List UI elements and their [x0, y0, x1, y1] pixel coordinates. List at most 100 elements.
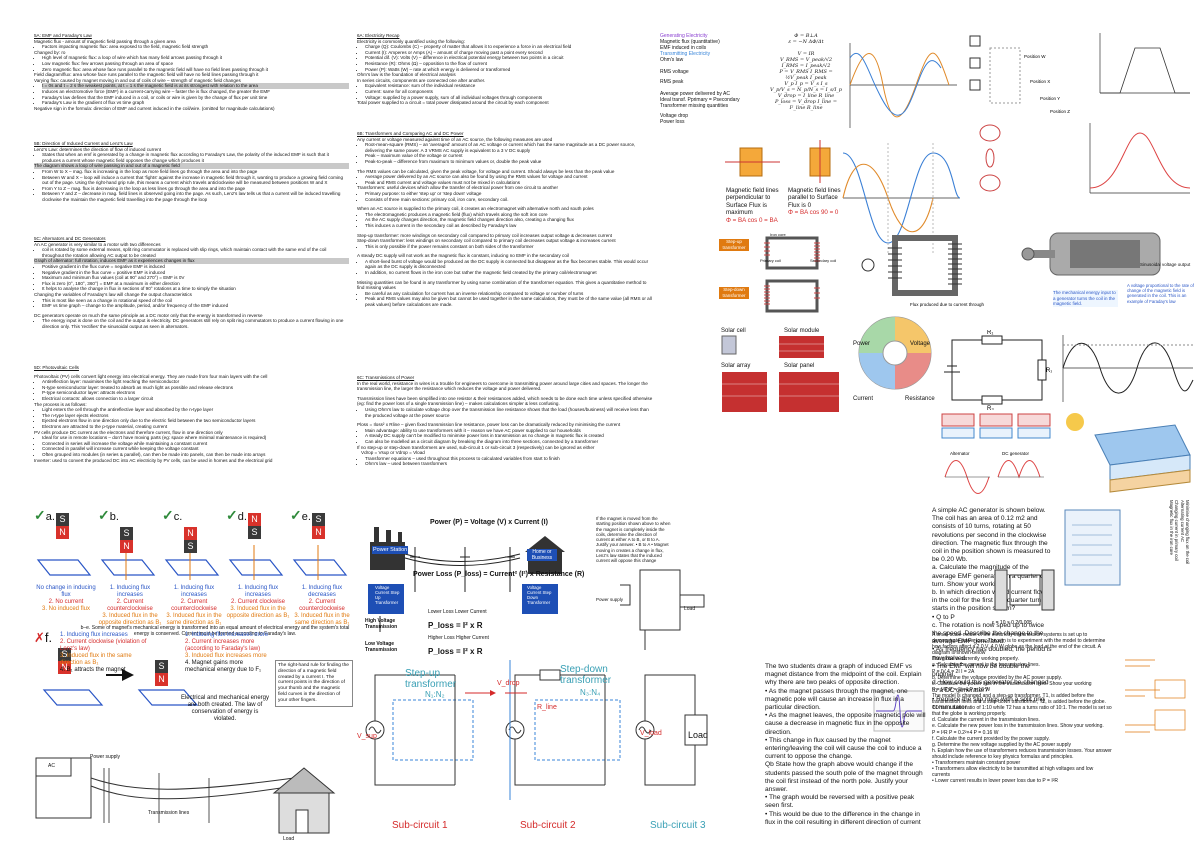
formula-label: Ideal transf. Pprimary = Psecondary	[660, 97, 740, 103]
section-title: 5C: Alternators and DC Generators	[34, 236, 106, 241]
question-text: g. Determine the new voltage supplied by…	[932, 741, 1071, 748]
text-line: Induces an electromotive force (EMF) in …	[42, 89, 349, 95]
text-line: P-type semiconductor layer: attracts ele…	[42, 390, 349, 396]
caption-line: 4. Magnet gains more mechanical energy d…	[185, 660, 262, 673]
primary-coil-label: Primary coil	[760, 258, 781, 263]
conservation-note: Electrical and mechanical energy are bot…	[180, 695, 270, 722]
svg-text:Position W: Position W	[1024, 54, 1046, 59]
equation: V_p/V_s = N_p/N_s = I_s/I_p	[770, 87, 843, 93]
note-line: Minimise changing flux on the coil	[1185, 500, 1190, 565]
pvir-wheel	[858, 316, 932, 390]
formula-label: Average power delivered by AC	[660, 91, 730, 97]
lenz-flow-boxes	[941, 413, 1051, 439]
text-line: The n-type layer ejects electrons	[42, 413, 349, 419]
power-equation-title: Power (P) = Voltage (V) x Current (I)	[430, 519, 548, 526]
text-line: Transmission lines have been simplified …	[357, 395, 653, 407]
answer-text: • Lower current results in lower power l…	[932, 778, 1059, 785]
text-line: Electrons are attracted to the p-type ma…	[42, 424, 349, 430]
section-title: 5B: Direction of Induced Current and Len…	[34, 141, 133, 146]
text-line: Peak and RMS values may also be given bu…	[365, 296, 655, 307]
equation: I_RMS = I_peak/√2	[781, 63, 831, 69]
caption-line: 2. Current counterclockwise	[171, 599, 217, 612]
text-line: It helps to analyse the change in flux i…	[42, 286, 349, 292]
section-title: 5D: Photovoltaic Cells	[34, 365, 79, 370]
text-line: Flux is zero (0°, 180°, 360°) = EMF at a…	[42, 281, 349, 287]
text-line: Missing quantities can be found in any t…	[357, 279, 647, 291]
answer-text: • Replace the slip rings with a split ri…	[932, 695, 1045, 711]
question-text: d. How could this generator be changed t…	[932, 679, 1049, 695]
answer-text: • The graph would be reversed with a pos…	[765, 794, 915, 810]
panel-f-label: ✗f.	[34, 630, 53, 645]
panel-d-caption: 1. Inducing flux increases 2. Current cl…	[226, 585, 290, 620]
ac-source-label: AC	[48, 763, 55, 769]
caption-line: 1. Inducing flux increases	[109, 585, 151, 598]
text-line: Photovoltaic (PV) cells convert light en…	[34, 373, 268, 379]
magnet-coil-note: If the magnet is moved from the starting…	[596, 516, 671, 564]
caption-line: 2. Current clockwise	[230, 599, 286, 605]
parallel-field-diagram	[809, 140, 831, 183]
text-line: In series circuits, components are conne…	[357, 77, 486, 83]
transformer-diagrams	[764, 236, 820, 313]
text-line: Step-up transformer: more windings on se…	[357, 232, 613, 238]
model-handwritten-work	[1125, 659, 1186, 733]
caption-line: 2. Current counterclockwise	[107, 599, 153, 612]
flux-max-box: Magnetic field lines perpendicular to Su…	[726, 187, 786, 224]
answer-text: P = I²R P = 2²×4 P = 16 W	[932, 686, 991, 693]
flux-time-graph	[1099, 33, 1190, 94]
right-hand-rule-box: The right-hand rule for finding the dire…	[275, 660, 353, 707]
panel-c-label: ✓c.	[162, 507, 183, 523]
text-line: coil is rotated by some external means, …	[42, 247, 349, 258]
ploss-lv-eq: P_loss = I² x R	[428, 647, 483, 656]
ploss-hv-eq: P_loss = I² x R	[428, 621, 483, 630]
flux-max-eq: Φ = BA cos 0 = BA	[726, 216, 778, 224]
generator-coil-sketch: ε = 10 × 0.2/0.005	[992, 569, 1055, 626]
svg-text:Position X: Position X	[1030, 79, 1050, 84]
svg-text:R₂: R₂	[1046, 368, 1052, 374]
question-text: The globe is currently working properly.	[932, 656, 1019, 663]
text-line: This is most like seen as a change in ro…	[42, 298, 349, 304]
coil-pv-sketch	[1064, 509, 1121, 586]
note-line: Alternating current AC	[1179, 500, 1185, 543]
question-text: b. Determine the voltage provided by the…	[932, 674, 1062, 681]
flux-zero-box: Magnetic field lines parallel to Surface…	[788, 187, 850, 217]
panel-f-right-caption: 1. Inducing flux increases more 2. Curre…	[185, 632, 275, 674]
question-text: The two students draw a graph of induced…	[765, 663, 922, 687]
formula-heading: Generating Electricity	[660, 33, 708, 39]
text-line: This induces a current in the secondary …	[365, 223, 655, 229]
text-line: Transformers: useful devices which allow…	[357, 185, 559, 191]
text-line: From Y to Z – mag. flux is decreasing in…	[42, 186, 349, 192]
formula-label: Transformer missing quantities	[660, 103, 729, 109]
solar-illustration	[721, 335, 839, 412]
model-question: A small-scale model of the electricity t…	[932, 632, 1112, 784]
formula-label: RMS voltage	[660, 69, 689, 75]
text-line: This is only possible if the power remai…	[365, 244, 655, 250]
text-line: The diagram shows a loop of wire passing…	[34, 163, 349, 169]
power-station-label: Power Station	[372, 546, 409, 554]
text-line: Graph of alternator: full rotation, indu…	[34, 258, 349, 264]
text-line: Any current or voltage measured against …	[357, 136, 553, 142]
text-line: Peak and RMS current and voltage values …	[365, 180, 655, 186]
text-line: Positive gradient in the flux curve = ne…	[42, 264, 349, 270]
text-line: If no step-up or step-down transformers …	[357, 444, 595, 450]
stepup-ratio: N₁:N₂	[425, 690, 445, 699]
emf-distance-graph	[873, 690, 925, 732]
wheel-power-label: Power	[853, 341, 871, 347]
power-loss-equation: Power Loss (P_loss) = Current² (I²) x Re…	[413, 571, 585, 578]
power-supply-label: Power supply	[90, 754, 121, 760]
svg-text:R₃: R₃	[987, 406, 994, 410]
text-line: Potential dif. (V): Volts (V) – differen…	[365, 55, 655, 61]
section-title: 5A: EMF and Faraday's Law	[34, 33, 92, 38]
vload-label: V_load	[640, 730, 662, 737]
wheel-voltage-label: Voltage	[910, 341, 931, 347]
sub-circuit-3-label: Sub-circuit 3	[650, 820, 706, 831]
answer-text: • Q to P	[932, 613, 955, 621]
text-line: EMF vs time graph – change to the amplit…	[42, 303, 349, 309]
question-text: f. Calculate the current provided by the…	[932, 735, 1050, 742]
text-line: In the real world, resistance in wires i…	[357, 380, 648, 392]
stepdown-ratio: N₃:N₄	[580, 688, 601, 697]
question-text: A simple AC generator is shown below. Th…	[932, 507, 1051, 564]
section-emf: 5A: EMF and Faraday's Law Magnetic flux …	[34, 33, 349, 111]
